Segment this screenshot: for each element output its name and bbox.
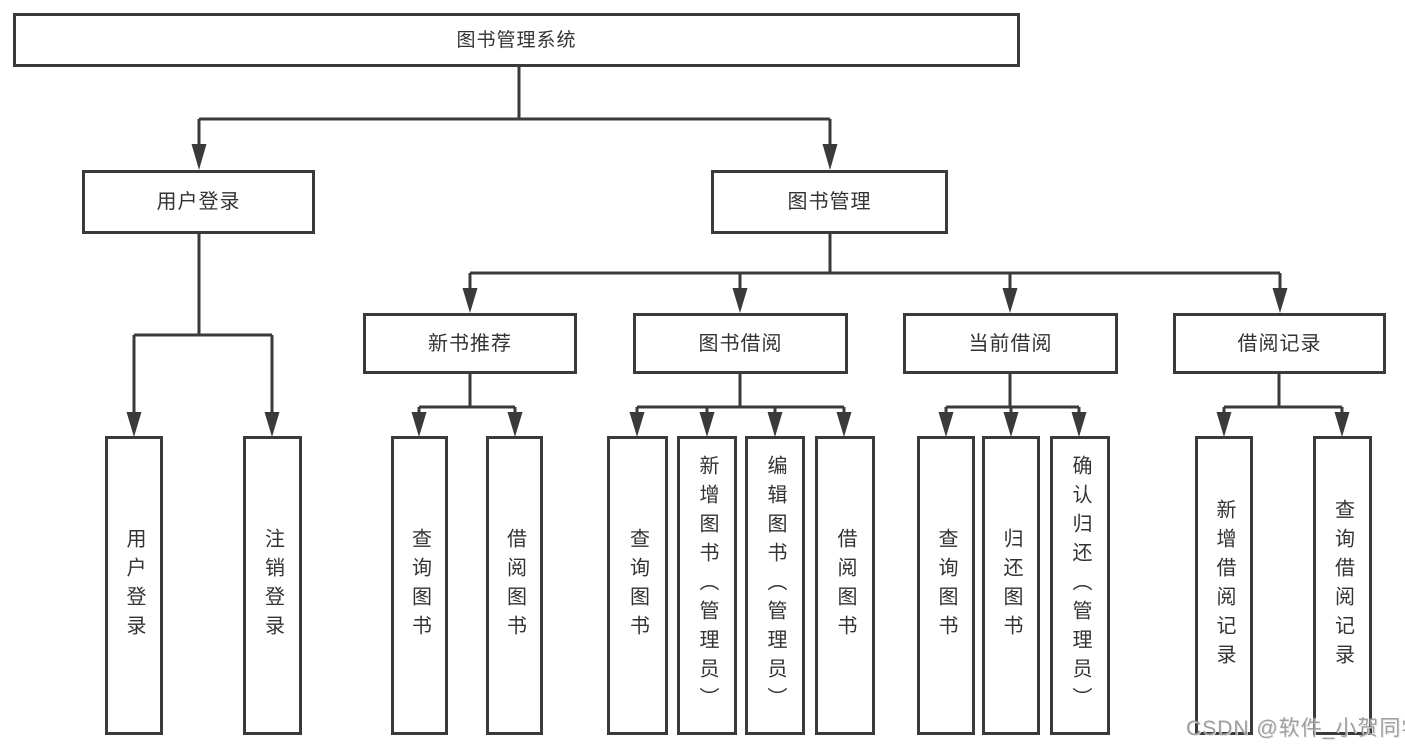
leaf-add-book-admin: 新增图书（管理员） — [677, 436, 737, 735]
node-borrow-records: 借阅记录 — [1173, 313, 1386, 374]
leaf-query-books-recommend: 查询图书 — [391, 436, 448, 735]
watermark-text: CSDN @软件_小贺同学 — [1186, 717, 1405, 740]
node-current-borrow: 当前借阅 — [903, 313, 1118, 374]
leaf-add-borrow-record: 新增借阅记录 — [1195, 436, 1253, 735]
leaf-query-books-current: 查询图书 — [917, 436, 975, 735]
leaf-confirm-return-admin: 确认归还（管理员） — [1050, 436, 1110, 735]
leaf-query-borrow-record: 查询借阅记录 — [1313, 436, 1372, 735]
leaf-return-book: 归还图书 — [982, 436, 1040, 735]
node-library-management-system: 图书管理系统 — [13, 13, 1020, 67]
leaf-logout: 注销登录 — [243, 436, 302, 735]
node-book-management: 图书管理 — [711, 170, 948, 234]
leaf-borrow-books: 借阅图书 — [815, 436, 875, 735]
leaf-query-books-borrow: 查询图书 — [607, 436, 668, 735]
leaf-borrow-books-recommend: 借阅图书 — [486, 436, 543, 735]
node-book-borrow: 图书借阅 — [633, 313, 848, 374]
leaf-user-login: 用户登录 — [105, 436, 163, 735]
node-new-book-recommend: 新书推荐 — [363, 313, 577, 374]
leaf-edit-book-admin: 编辑图书（管理员） — [745, 436, 805, 735]
node-user-login: 用户登录 — [82, 170, 315, 234]
